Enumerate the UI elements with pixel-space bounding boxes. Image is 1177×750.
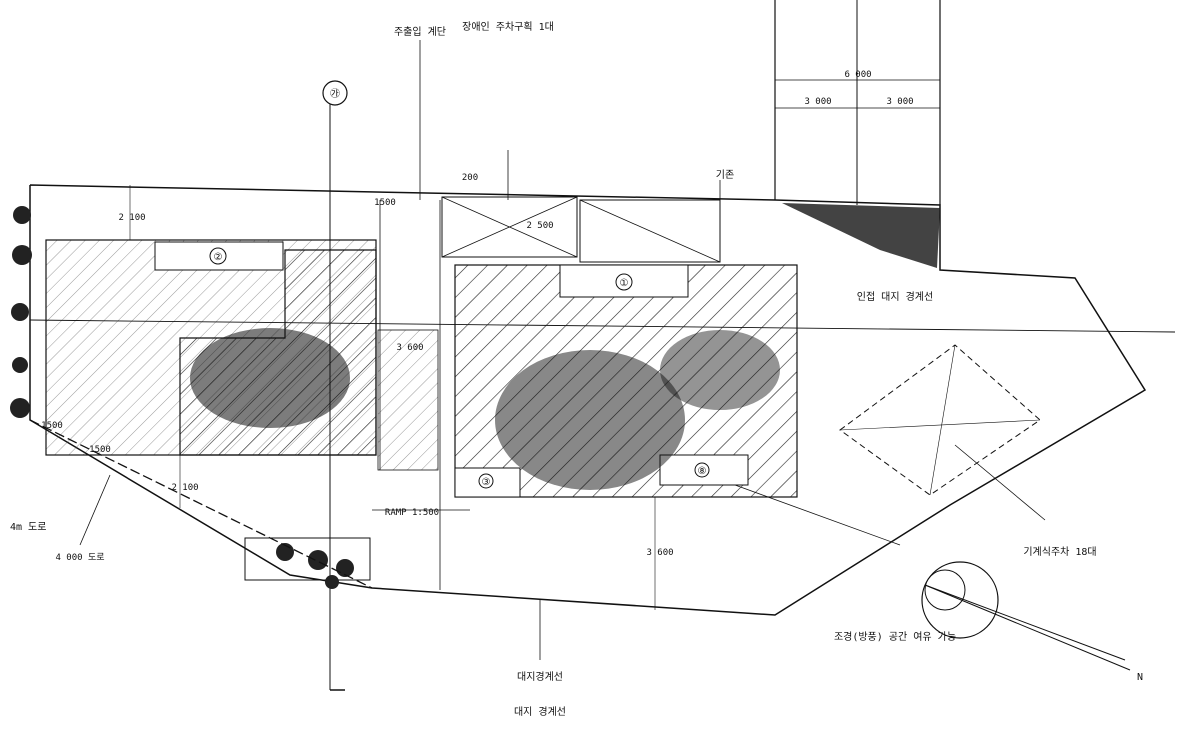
room-marker-right-bl-label: ③ — [482, 477, 491, 488]
dim-top-total: 6 000 — [844, 70, 871, 80]
north-arrow-line-2 — [924, 584, 1126, 661]
north-arrow-inner — [924, 569, 966, 611]
mech-parking-leader — [954, 444, 1046, 521]
dim-top-right: 3 000 — [886, 97, 913, 107]
ramp-label: RAMP 1:500 — [385, 508, 439, 518]
room-marker-left — [209, 247, 227, 265]
mech-parking-diag-2 — [929, 344, 956, 496]
dim-gap: 3 600 — [396, 343, 423, 353]
room-marker-right-top-label: ① — [620, 278, 629, 289]
bottom-label-2: 대지 경계선 — [514, 705, 566, 718]
dim-edge-small-2: 1500 — [89, 445, 111, 455]
right-building-room-bl — [454, 467, 521, 498]
leader-bottom-right — [734, 484, 901, 546]
mech-parking-diag-1 — [839, 419, 1041, 431]
parking-box — [441, 196, 578, 258]
dim-top-small: 200 — [462, 173, 478, 183]
dim-top-left: 3 000 — [804, 97, 831, 107]
road-boundary-dashed — [29, 419, 373, 589]
dim-left-setback: 2 100 — [118, 213, 145, 223]
foliage-top-right — [782, 203, 940, 268]
left-building-shade — [190, 328, 350, 428]
left-building-room — [154, 241, 284, 271]
north-mark: N — [1137, 672, 1143, 683]
north-arrow-line-1 — [924, 584, 1131, 671]
dim-bottom-left-setback: 2 100 — [171, 483, 198, 493]
right-building-shade-2 — [660, 330, 780, 410]
north-arrow-circle — [921, 561, 999, 639]
right-label-2: 기계식주차 18대 — [1023, 546, 1096, 558]
left-road-label: 4m 도로 — [10, 522, 46, 533]
bottom-planter — [244, 537, 371, 581]
right-label-1: 인접 대지 경계선 — [857, 290, 933, 303]
room-marker-right-bl — [478, 473, 494, 489]
north-left-marker — [322, 80, 348, 106]
right-bottom-label: 조경(방풍) 공간 여유 가능 — [834, 630, 956, 643]
room-marker-right-br-label: ⑧ — [698, 466, 707, 477]
stair-box — [579, 199, 721, 263]
dim-edge-small-1: 1500 — [41, 421, 63, 431]
right-edge-label: 기존 — [716, 169, 734, 181]
site-boundary — [29, 184, 1147, 616]
parking-diagonal-2 — [441, 196, 578, 258]
stair-diagonal — [579, 199, 721, 263]
bottom-label-1: 대지경계선 — [517, 670, 563, 683]
room-marker-right-top — [615, 273, 633, 291]
room-marker-right-br — [694, 462, 710, 478]
dim-edge-small-3: 1500 — [374, 198, 396, 208]
axis-line-horizontal — [29, 319, 1176, 333]
north-left-marker-label: ㉮ — [330, 88, 340, 100]
corridor — [377, 329, 439, 471]
road-width-label: 4 000 도로 — [55, 553, 104, 563]
top-label-1: 주출입 계단 — [394, 25, 446, 38]
dim-bottom-mid-setback: 3 600 — [646, 548, 673, 558]
top-label-2: 장애인 주차구획 1대 — [462, 21, 554, 33]
mech-parking-outline — [839, 344, 1041, 496]
right-building-shade — [495, 350, 685, 490]
road-leader — [79, 474, 111, 546]
trees-bottom — [276, 543, 354, 589]
dim-mid-small: 2 500 — [526, 221, 553, 231]
trees-left — [10, 206, 32, 418]
room-marker-left-label: ② — [214, 252, 223, 263]
